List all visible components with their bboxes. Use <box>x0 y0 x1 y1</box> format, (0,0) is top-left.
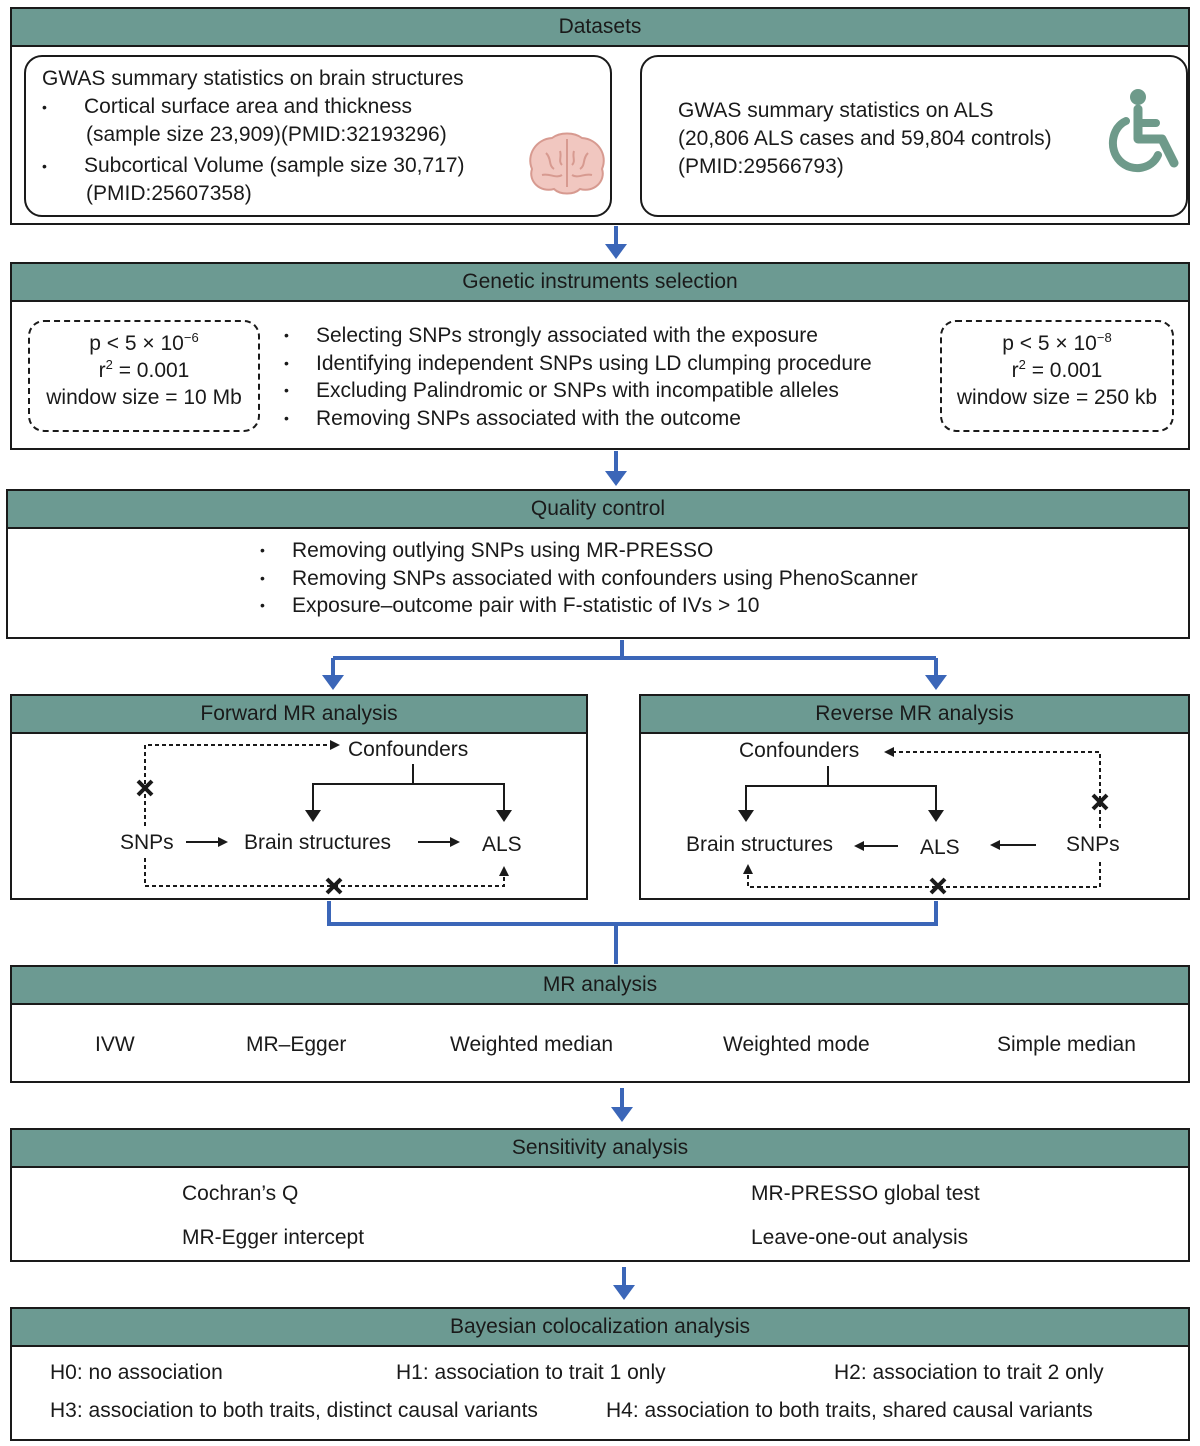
forward-mr-header: Forward MR analysis <box>12 696 586 734</box>
instruments-panel: Genetic instruments selection p < 5 × 10… <box>10 262 1190 450</box>
forward-snps-label: SNPs <box>120 831 174 854</box>
sensitivity-panel: Sensitivity analysis Cochran’s Q MR-PRES… <box>10 1128 1190 1262</box>
bullet-dot: • <box>42 99 47 115</box>
forward-confounders-label: Confounders <box>348 738 469 761</box>
als-gwas-box: GWAS summary statistics on ALS (20,806 A… <box>640 55 1188 217</box>
flow-arrow-datasets-to-instruments <box>605 226 627 259</box>
window-size-exposure: window size = 10 Mb <box>46 386 242 409</box>
instrument-criteria-list: Selecting SNPs strongly associated with … <box>284 322 872 432</box>
sensitivity-leave-one-out: Leave-one-out analysis <box>751 1226 969 1249</box>
reverse-brain-label: Brain structures <box>686 833 834 856</box>
forward-causal-diagram <box>136 740 512 895</box>
brain-icon <box>529 132 605 195</box>
hypothesis-h1: H1: association to trait 1 only <box>396 1361 666 1384</box>
r2-threshold-exposure: r2 = 0.001 <box>98 357 190 382</box>
hypothesis-h3: H3: association to both traits, distinct… <box>50 1399 538 1422</box>
als-gwas-line1: GWAS summary statistics on ALS <box>678 99 994 122</box>
method-weighted-mode: Weighted mode <box>723 1033 870 1056</box>
bullet-dot: • <box>42 158 47 174</box>
flow-split-quality-to-mr <box>322 640 947 690</box>
brain-gwas-item-1-line2: (sample size 23,909)(PMID:32193296) <box>86 123 447 146</box>
flow-arrow-sensitivity-to-bayes <box>613 1267 635 1300</box>
sensitivity-cochrans-q: Cochran’s Q <box>182 1182 299 1205</box>
instruments-header: Genetic instruments selection <box>12 264 1188 302</box>
bayes-panel: Bayesian colocalization analysis H0: no … <box>10 1307 1190 1441</box>
quality-header: Quality control <box>8 491 1188 529</box>
sensitivity-egger-intercept: MR-Egger intercept <box>182 1226 365 1249</box>
mr-analysis-header: MR analysis <box>12 967 1188 1005</box>
method-ivw: IVW <box>95 1033 135 1056</box>
brain-gwas-heading: GWAS summary statistics on brain structu… <box>42 67 464 90</box>
reverse-causal-diagram <box>738 747 1109 895</box>
brain-gwas-box: GWAS summary statistics on brain structu… <box>24 55 612 217</box>
forward-mr-panel: Forward MR analysis <box>10 694 588 900</box>
als-gwas-line2: (20,806 ALS cases and 59,804 controls) <box>678 127 1052 150</box>
reverse-confounders-label: Confounders <box>739 739 860 762</box>
hypothesis-h0: H0: no association <box>50 1361 223 1384</box>
brain-gwas-item-2-line2: (PMID:25607358) <box>86 182 252 205</box>
als-gwas-line3: (PMID:29566793) <box>678 155 844 178</box>
forward-brain-label: Brain structures <box>244 831 392 854</box>
brain-gwas-item-1: • Cortical surface area and thickness <box>42 93 465 121</box>
criterion-item: Identifying independent SNPs using LD cl… <box>284 350 872 378</box>
flow-arrow-instruments-to-quality <box>605 451 627 486</box>
brain-gwas-item-2: • Subcortical Volume (sample size 30,717… <box>42 152 465 180</box>
flow-merge-mr-to-analysis <box>327 901 938 964</box>
forward-als-label: ALS <box>482 833 522 856</box>
mr-analysis-panel: MR analysis IVW MR–Egger Weighted median… <box>10 965 1190 1083</box>
criterion-item: Removing SNPs associated with the outcom… <box>284 405 872 433</box>
reverse-mr-header: Reverse MR analysis <box>641 696 1188 734</box>
hypothesis-h2: H2: association to trait 2 only <box>834 1361 1104 1384</box>
method-weighted-median: Weighted median <box>450 1033 614 1056</box>
criterion-item: Selecting SNPs strongly associated with … <box>284 322 872 350</box>
brain-gwas-item-2-line1: Subcortical Volume (sample size 30,717) <box>84 154 465 177</box>
brain-gwas-list: • Cortical surface area and thickness (s… <box>42 93 465 208</box>
hypothesis-h4: H4: association to both traits, shared c… <box>606 1399 1093 1422</box>
p-threshold-outcome: p < 5 × 10−8 <box>1002 330 1112 355</box>
sensitivity-mr-presso: MR-PRESSO global test <box>751 1182 980 1205</box>
threshold-box-outcome: p < 5 × 10−8 r2 = 0.001 window size = 25… <box>940 320 1174 432</box>
quality-item: Removing SNPs associated with confounder… <box>260 565 918 593</box>
r2-threshold-outcome: r2 = 0.001 <box>1011 357 1103 382</box>
quality-panel: Quality control Removing outlying SNPs u… <box>6 489 1190 639</box>
window-size-outcome: window size = 250 kb <box>956 386 1158 409</box>
quality-item: Removing outlying SNPs using MR-PRESSO <box>260 537 918 565</box>
reverse-mr-panel: Reverse MR analysis <box>639 694 1190 900</box>
criterion-item: Excluding Palindromic or SNPs with incom… <box>284 377 872 405</box>
sensitivity-header: Sensitivity analysis <box>12 1130 1188 1168</box>
wheelchair-icon <box>1108 89 1179 173</box>
reverse-snps-label: SNPs <box>1066 833 1120 856</box>
method-simple-median: Simple median <box>997 1033 1136 1056</box>
flow-arrow-mr-to-sensitivity <box>611 1088 633 1122</box>
brain-gwas-item-1-line1: Cortical surface area and thickness <box>84 95 412 118</box>
p-threshold-exposure: p < 5 × 10−6 <box>89 330 199 355</box>
threshold-box-exposure: p < 5 × 10−6 r2 = 0.001 window size = 10… <box>28 320 260 432</box>
datasets-panel: Datasets GWAS summary statistics on brai… <box>10 7 1190 225</box>
datasets-header: Datasets <box>12 9 1188 47</box>
method-mr-egger: MR–Egger <box>246 1033 347 1056</box>
quality-list: Removing outlying SNPs using MR-PRESSO R… <box>260 537 918 620</box>
reverse-als-label: ALS <box>920 836 960 859</box>
quality-item: Exposure–outcome pair with F-statistic o… <box>260 592 918 620</box>
bayes-header: Bayesian colocalization analysis <box>12 1309 1188 1347</box>
